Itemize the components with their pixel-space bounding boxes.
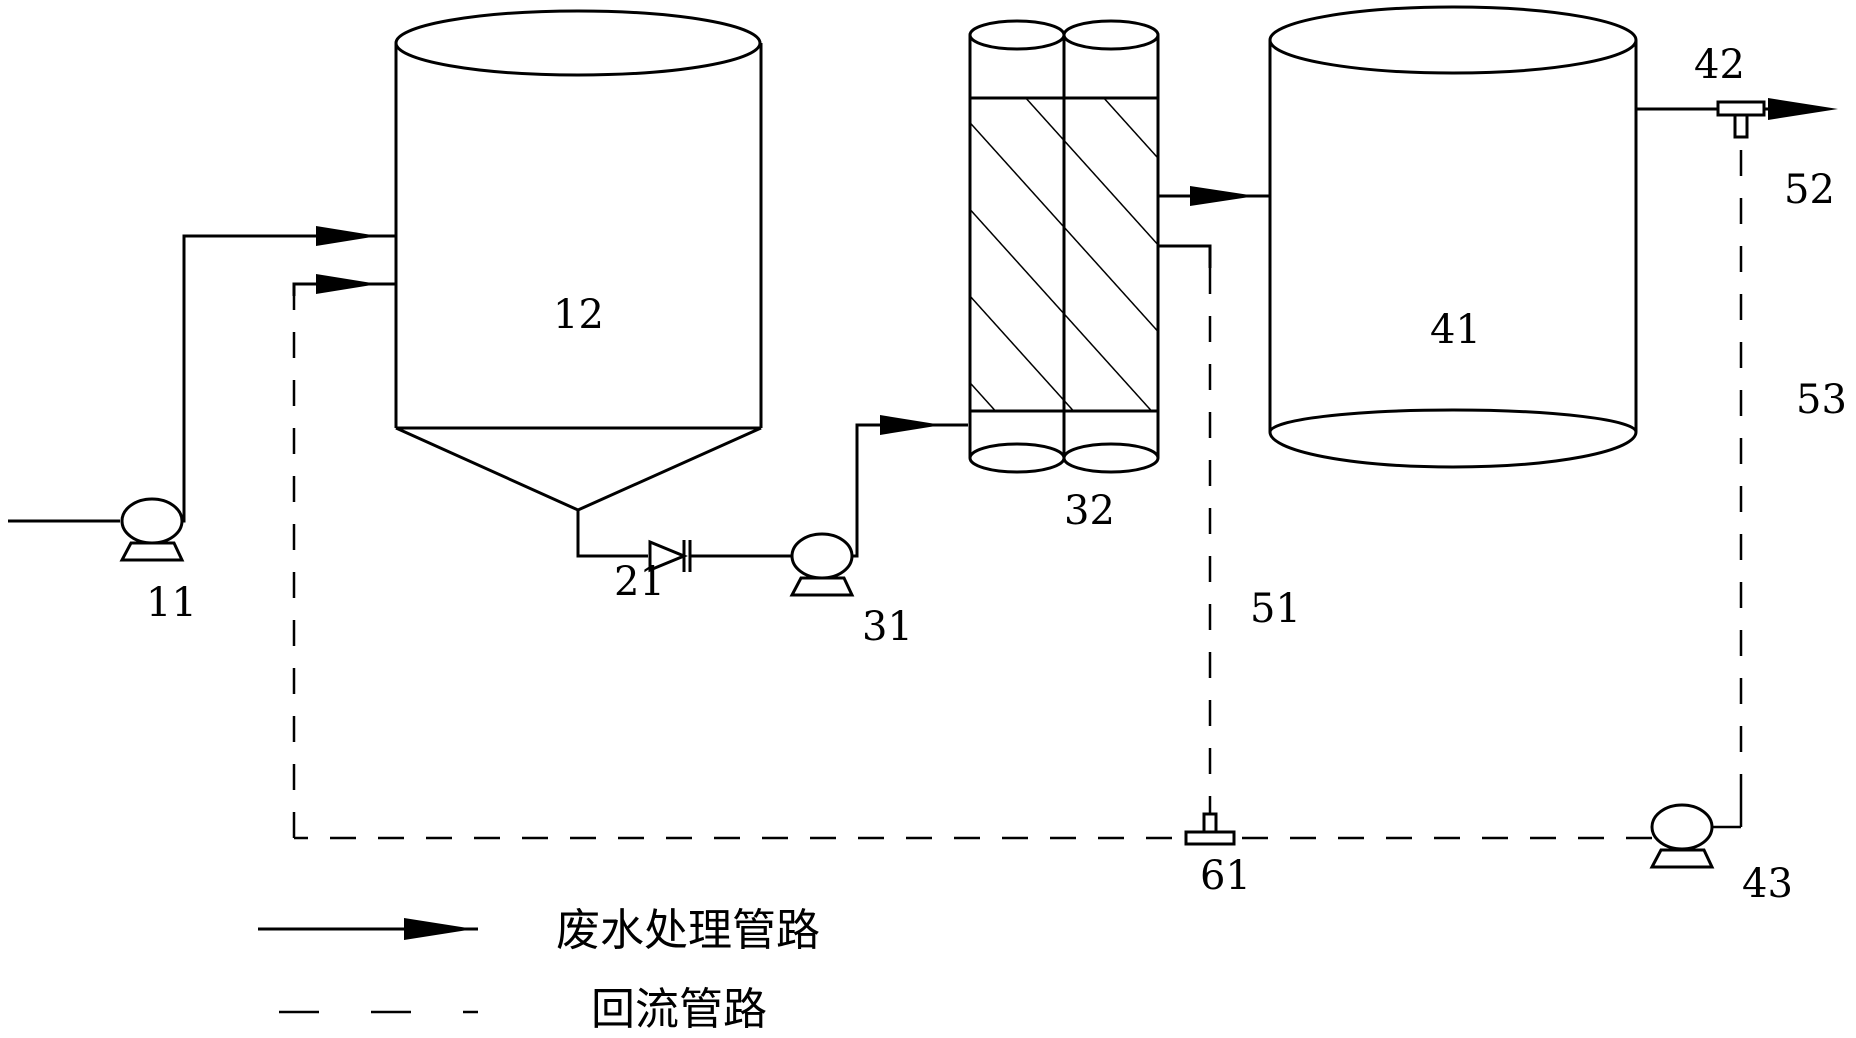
pump-43 bbox=[1649, 803, 1715, 869]
tee-61 bbox=[1184, 812, 1236, 846]
flow-arrow bbox=[1768, 98, 1838, 120]
valve-21 bbox=[648, 539, 692, 573]
legend: 废水处理管路 回流管路 bbox=[258, 905, 820, 1035]
label-61: 61 bbox=[1200, 853, 1251, 899]
legend-reflux-label: 回流管路 bbox=[591, 984, 767, 1035]
tank-outlet-line bbox=[576, 510, 792, 558]
label-43: 43 bbox=[1742, 861, 1793, 907]
feed-line-to-tank-12 bbox=[182, 226, 396, 523]
tank-41 bbox=[1268, 5, 1638, 469]
reflux-line-53 bbox=[1712, 150, 1743, 829]
label-11: 11 bbox=[146, 580, 197, 626]
reflux-return-line bbox=[292, 274, 1652, 840]
legend-arrow bbox=[404, 918, 474, 940]
label-12: 12 bbox=[553, 292, 604, 338]
label-42: 42 bbox=[1694, 42, 1745, 88]
label-21: 21 bbox=[614, 559, 665, 605]
legend-treatment-label: 废水处理管路 bbox=[556, 905, 820, 956]
line-column-to-tank-41 bbox=[1158, 186, 1270, 206]
flow-arrow bbox=[880, 415, 942, 435]
label-52: 52 bbox=[1784, 167, 1835, 213]
line-pump31-to-column bbox=[852, 415, 968, 558]
label-31: 31 bbox=[862, 604, 913, 650]
legend-reflux: 回流管路 bbox=[279, 984, 767, 1035]
column-32 bbox=[968, 19, 1160, 474]
reflux-line-51 bbox=[1158, 244, 1212, 820]
tee-42 bbox=[1716, 100, 1766, 139]
pump-31 bbox=[789, 532, 855, 597]
legend-treatment: 废水处理管路 bbox=[258, 905, 820, 956]
pump-11 bbox=[119, 497, 185, 562]
flow-arrow bbox=[316, 274, 378, 294]
tank-12 bbox=[394, 9, 763, 512]
label-41: 41 bbox=[1430, 307, 1481, 353]
label-32: 32 bbox=[1064, 488, 1115, 534]
flow-arrow bbox=[316, 226, 378, 246]
label-53: 53 bbox=[1796, 377, 1847, 423]
flow-arrow bbox=[1190, 186, 1256, 206]
label-51: 51 bbox=[1250, 586, 1301, 632]
